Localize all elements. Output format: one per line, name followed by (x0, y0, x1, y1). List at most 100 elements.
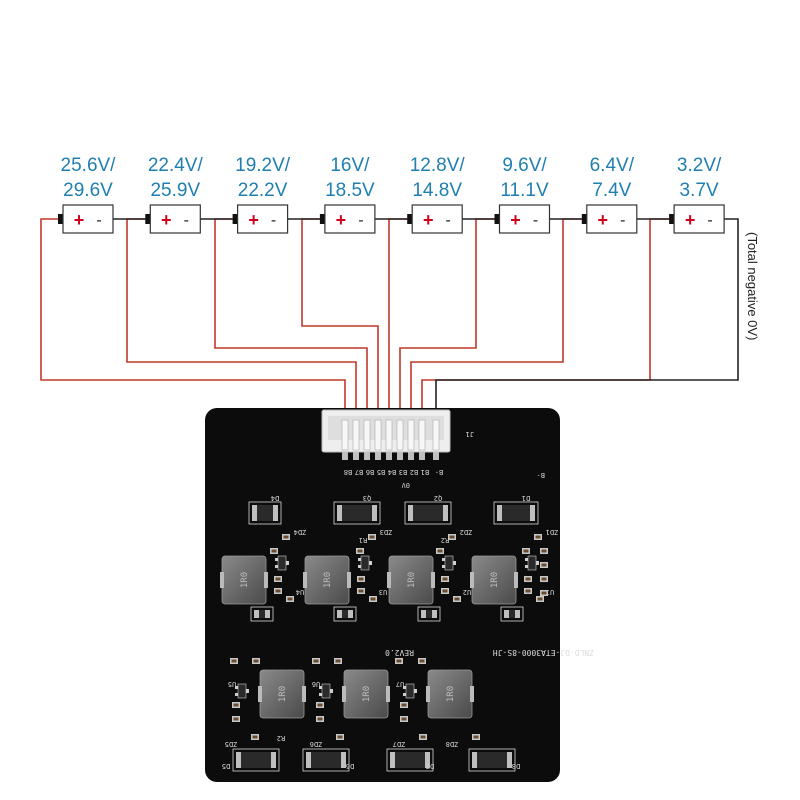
total-negative-label: (Total negative 0V) (745, 232, 760, 340)
cap-bottom-top-3 (312, 658, 320, 664)
res-top-side-3 (441, 588, 449, 594)
silkscreen-label: D7 (426, 762, 434, 770)
pin-pad (408, 452, 414, 460)
part-number: ZNLD-DJ-ETA3000-8S-JH (493, 648, 594, 657)
plus-sign: + (510, 210, 521, 230)
diode-bottom-3 (386, 748, 434, 772)
minus-sign: - (96, 212, 101, 229)
res-bottom-2 (316, 702, 324, 708)
coil-label: 1R0 (240, 572, 250, 588)
inductor-top-4: 1R0 (470, 555, 518, 605)
battery-terminal (58, 214, 64, 224)
plus-sign: + (336, 210, 347, 230)
silkscreen-label: ZD1 (546, 528, 559, 536)
battery-terminal (581, 214, 588, 224)
pin-pad (397, 452, 403, 460)
cell-voltage-nominal: 16V/ (330, 155, 370, 176)
cell-voltage-nominal: 22.4V/ (148, 155, 204, 176)
pin-pad (386, 452, 392, 460)
battery-body (62, 204, 114, 234)
connector-pin (407, 419, 415, 451)
silkscreen-label: U3 (379, 588, 387, 596)
inductor-bottom-2: 1R0 (342, 669, 390, 719)
pin-pad (375, 452, 381, 460)
cap-bottom-top-1 (230, 658, 238, 664)
plus-sign: + (685, 210, 696, 230)
plus-sign: + (423, 210, 434, 230)
silkscreen-label: ZD2 (460, 528, 473, 536)
label-0v: 0V (401, 481, 410, 489)
coil-label: 1R0 (362, 686, 372, 702)
battery-body (149, 204, 201, 234)
battery-body (237, 204, 289, 234)
cap-right-4 (540, 590, 548, 596)
cap-bottom-1 (232, 716, 240, 722)
coil-label: 1R0 (446, 686, 456, 702)
battery-terminal (232, 214, 239, 224)
cap-top-bottom-4 (500, 606, 524, 622)
silkscreen-label: Q2 (434, 494, 442, 502)
silkscreen-label: D8 (512, 762, 520, 770)
cap-top-2 (356, 548, 364, 554)
connector-pin (363, 419, 371, 451)
silkscreen-label: D1 (522, 494, 530, 502)
cap-top-side-4 (524, 576, 532, 582)
cap-right-1 (540, 548, 548, 554)
cell-voltage-full: 22.2V (238, 180, 288, 201)
ic-bottom-3 (403, 683, 417, 699)
cell-voltage-full: 11.1V (500, 180, 549, 201)
pin-label: B4 (388, 468, 396, 476)
minus-sign: - (271, 212, 276, 229)
zener-bottom-4 (472, 734, 480, 740)
connector-pin (374, 419, 382, 451)
minus-sign: - (533, 212, 538, 229)
silkscreen-label: ZD4 (294, 528, 307, 536)
connector-pin (418, 419, 426, 451)
battery-body (324, 204, 376, 234)
cap-top-low-3 (453, 596, 461, 602)
pin-pad (419, 452, 425, 460)
ic-top-4 (525, 555, 539, 571)
battery-body (411, 204, 463, 234)
ic-top-3 (442, 555, 456, 571)
plus-sign: + (161, 210, 172, 230)
silkscreen-label: U7 (396, 680, 404, 688)
minus-sign: - (707, 212, 712, 229)
battery-cell-3: 19.2V/22.2V+- (232, 155, 291, 234)
cell-voltage-full: 3.7V (680, 180, 719, 201)
battery-terminal (494, 214, 501, 224)
res-top-side-4 (524, 588, 532, 594)
minus-sign: - (620, 212, 625, 229)
cap-top-low-4 (536, 596, 544, 602)
minus-sign: - (358, 212, 363, 229)
res-bottom-3 (400, 702, 408, 708)
silkscreen-label: ZD8 (446, 740, 459, 748)
cap-top-side-3 (441, 576, 449, 582)
cap-top-bottom-1 (250, 606, 274, 622)
pin-label: B3 (399, 468, 407, 476)
pin-pad (433, 452, 439, 460)
cap-top-low-2 (369, 596, 377, 602)
ic-bottom-1 (235, 683, 249, 699)
inductor-top-2: 1R0 (303, 555, 351, 605)
cell-voltage-nominal: 19.2V/ (235, 155, 291, 176)
battery-body (673, 204, 725, 234)
diode-bottom-4 (468, 748, 516, 772)
cap-bottom-top-6 (418, 658, 426, 664)
zener-top-4 (534, 534, 542, 540)
battery-terminal (669, 214, 676, 224)
battery-cell-4: 16V/18.5V+- (319, 155, 376, 234)
diode-top-3 (404, 501, 452, 525)
pin-pad (353, 452, 359, 460)
cap-bottom-top-5 (395, 658, 403, 664)
pin-label: B- (435, 468, 443, 476)
cap-top-side-2 (357, 576, 365, 582)
zener-bottom-1 (251, 734, 259, 740)
battery-cell-6: 9.6V/11.1V+- (494, 155, 551, 234)
cap-right-3 (540, 576, 548, 582)
silkscreen-label: R2 (277, 734, 285, 742)
cell-voltage-full: 25.9V (150, 180, 200, 201)
coil-label: 1R0 (407, 572, 417, 588)
pin-label: B5 (377, 468, 385, 476)
